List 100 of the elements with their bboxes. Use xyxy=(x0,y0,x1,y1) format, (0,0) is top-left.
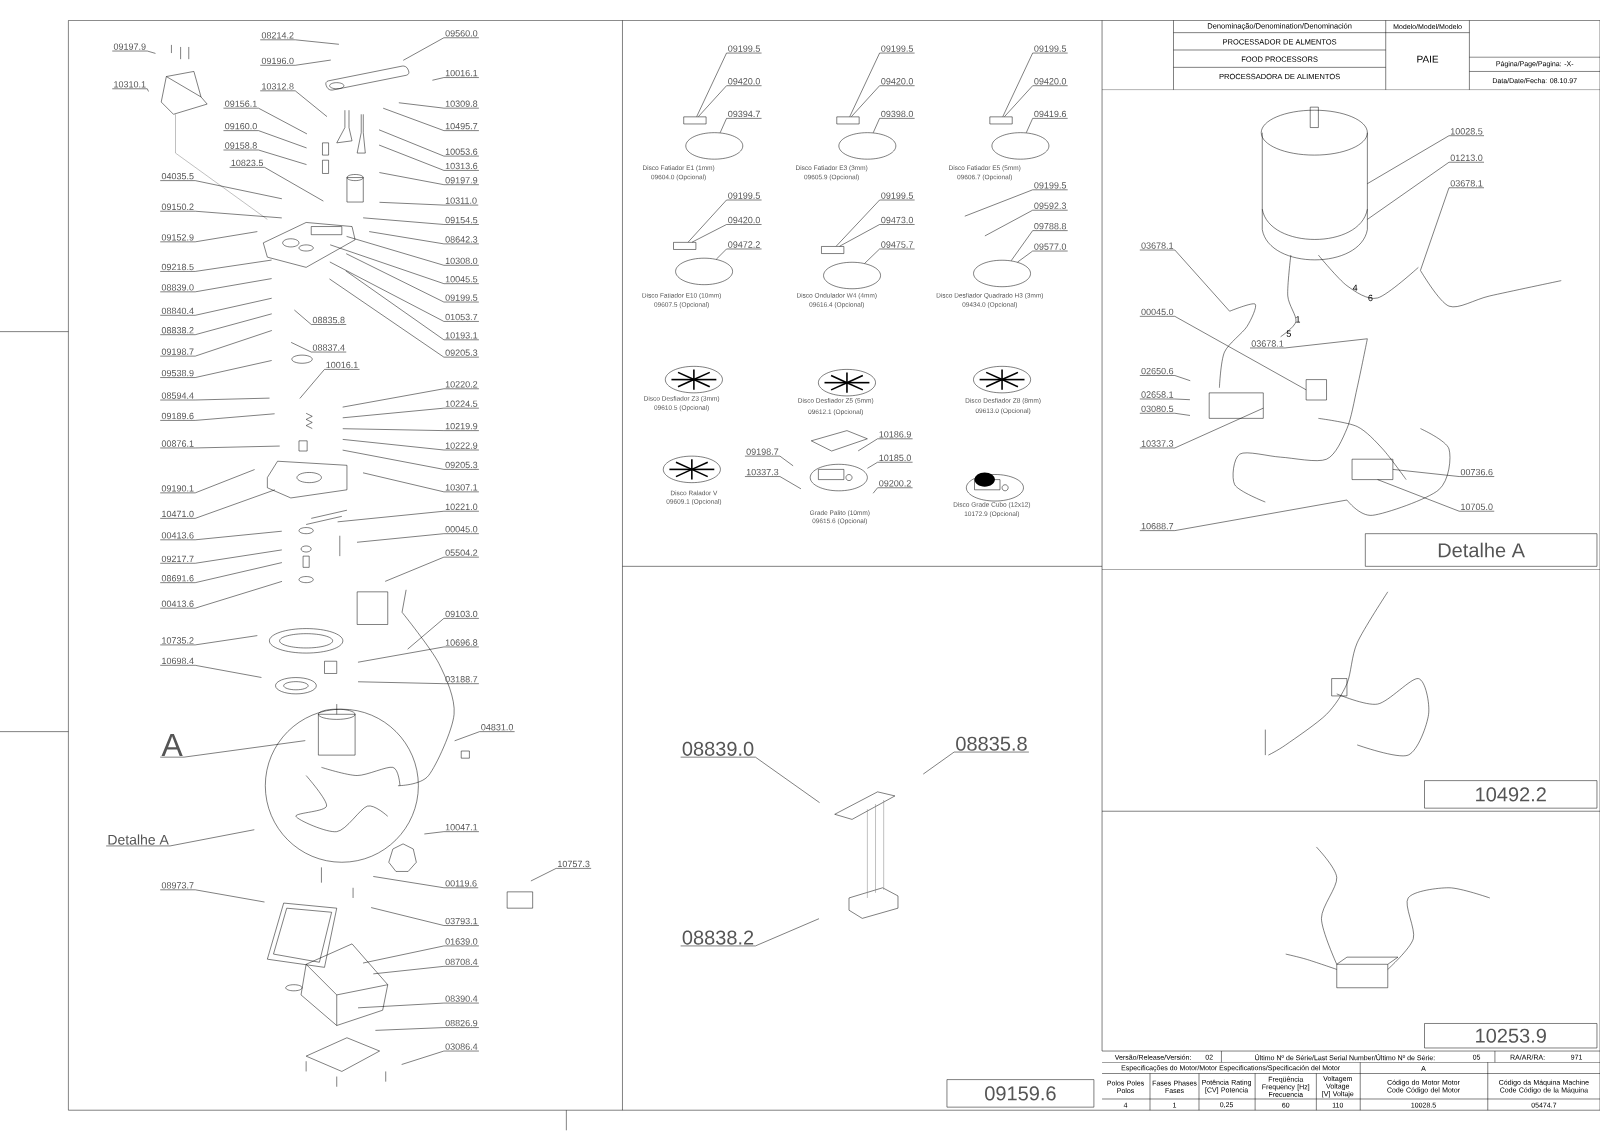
part-number: 10495.7 xyxy=(445,123,478,130)
slicing-disc xyxy=(991,132,1050,160)
part-number: 10224.5 xyxy=(445,400,478,408)
leader-line xyxy=(370,907,480,926)
part-number: 09199.5 xyxy=(881,192,913,199)
leader-line xyxy=(159,211,283,219)
leader-line xyxy=(105,829,255,847)
part-number: 10823.5 xyxy=(231,159,263,167)
part-number: 10193.1 xyxy=(445,332,478,339)
leader-line xyxy=(1420,187,1485,271)
part-number: Detalhe A xyxy=(108,834,169,845)
leader-line xyxy=(362,217,480,225)
leader-line xyxy=(159,278,272,293)
leader-line xyxy=(337,511,480,523)
part-number: 09205.3 xyxy=(445,349,478,357)
panel-title-box: 10492.2 xyxy=(1424,780,1598,809)
leader-line xyxy=(159,531,283,541)
part-number: 04035.5 xyxy=(161,173,194,180)
leader-line xyxy=(379,172,480,186)
blade xyxy=(683,116,707,125)
leader-line xyxy=(378,129,480,157)
part-number: 09420.0 xyxy=(728,78,760,85)
slicing-disc xyxy=(685,132,744,160)
part-number: 02658.1 xyxy=(1141,391,1174,398)
leader-line xyxy=(1392,469,1495,477)
wire-number: 5 xyxy=(1286,330,1291,337)
leader-line xyxy=(454,731,515,742)
leader-line xyxy=(719,118,762,134)
part-number: 09199.5 xyxy=(1034,45,1067,52)
part-number: 00119.6 xyxy=(445,880,477,887)
part-number: 03086.4 xyxy=(445,1043,478,1050)
slicing-disc xyxy=(675,258,733,286)
part-number: 10311.0 xyxy=(445,197,477,205)
leader-line xyxy=(159,581,283,609)
part-number: 10337.3 xyxy=(746,469,779,476)
leader-line xyxy=(159,562,283,584)
leader-line xyxy=(984,210,1068,237)
leader-line xyxy=(159,260,272,272)
leader-line xyxy=(530,868,592,882)
leader-line xyxy=(923,752,1030,775)
part-number: 03080.5 xyxy=(1141,405,1174,413)
part-number: 09200.2 xyxy=(879,480,911,487)
leader-line xyxy=(159,413,275,421)
leader-line xyxy=(159,635,258,646)
part-number: 09197.9 xyxy=(445,177,478,184)
part-number: 08826.9 xyxy=(445,1020,478,1027)
leader-line xyxy=(964,189,1068,217)
leader-line xyxy=(342,388,480,408)
part-number: 03678.1 xyxy=(1141,242,1174,249)
part-number: 10045.5 xyxy=(445,276,478,283)
part-number: 10698.4 xyxy=(162,657,194,665)
leader-line xyxy=(1010,230,1068,262)
leader-line xyxy=(342,428,480,432)
leader-line xyxy=(398,102,480,109)
leader-line xyxy=(112,88,149,92)
part-number: 09217.7 xyxy=(161,555,194,563)
leader-line xyxy=(223,108,308,135)
part-number: 09158.8 xyxy=(225,142,257,149)
part-number: 10696.8 xyxy=(445,639,478,646)
title-block-text: PAIE xyxy=(1417,55,1439,63)
part-number: 08840.4 xyxy=(161,307,194,315)
part-number: 09198.7 xyxy=(161,348,194,356)
part-number: 00045.0 xyxy=(445,526,478,533)
part-number: 09156.1 xyxy=(225,100,257,108)
part-number: 09205.3 xyxy=(445,461,478,469)
leader-line xyxy=(1004,85,1068,118)
leader-line xyxy=(159,180,283,200)
leader-line xyxy=(1367,162,1485,220)
leader-line xyxy=(259,90,328,118)
leader-line xyxy=(329,278,480,358)
part-number: 10016.1 xyxy=(445,70,478,77)
leader-line xyxy=(744,456,794,467)
panel-title-box: 10253.9 xyxy=(1424,1023,1598,1049)
leader-line xyxy=(259,39,340,45)
part-number: 10222.9 xyxy=(445,442,478,449)
part-number: 09154.5 xyxy=(445,217,478,224)
part-number: 10053.6 xyxy=(445,148,478,156)
leader-line xyxy=(159,298,272,316)
leader-line xyxy=(1367,135,1485,185)
leader-line xyxy=(864,248,915,264)
panel-title-box: Detalhe A xyxy=(1365,533,1598,567)
slicing-disc xyxy=(823,262,881,290)
leader-line xyxy=(851,85,915,118)
leader-line xyxy=(1377,479,1495,512)
part-number: 09199.5 xyxy=(1034,182,1067,189)
leader-line xyxy=(223,149,307,165)
part-number: 09190.1 xyxy=(161,485,194,492)
part-number: 09150.2 xyxy=(161,203,194,211)
panel-title-box: 09159.6 xyxy=(946,1079,1095,1108)
part-number: 09199.5 xyxy=(445,294,478,301)
part-number: 08835.8 xyxy=(956,736,1027,751)
leader-line xyxy=(342,439,480,451)
blade xyxy=(989,116,1013,125)
leader-line xyxy=(867,462,913,469)
leader-line xyxy=(357,1003,480,1009)
part-number: 09420.0 xyxy=(1034,78,1067,85)
slicing-disc xyxy=(838,132,897,160)
leader-line xyxy=(836,199,915,247)
leader-line xyxy=(223,130,307,149)
leader-line xyxy=(696,53,762,118)
